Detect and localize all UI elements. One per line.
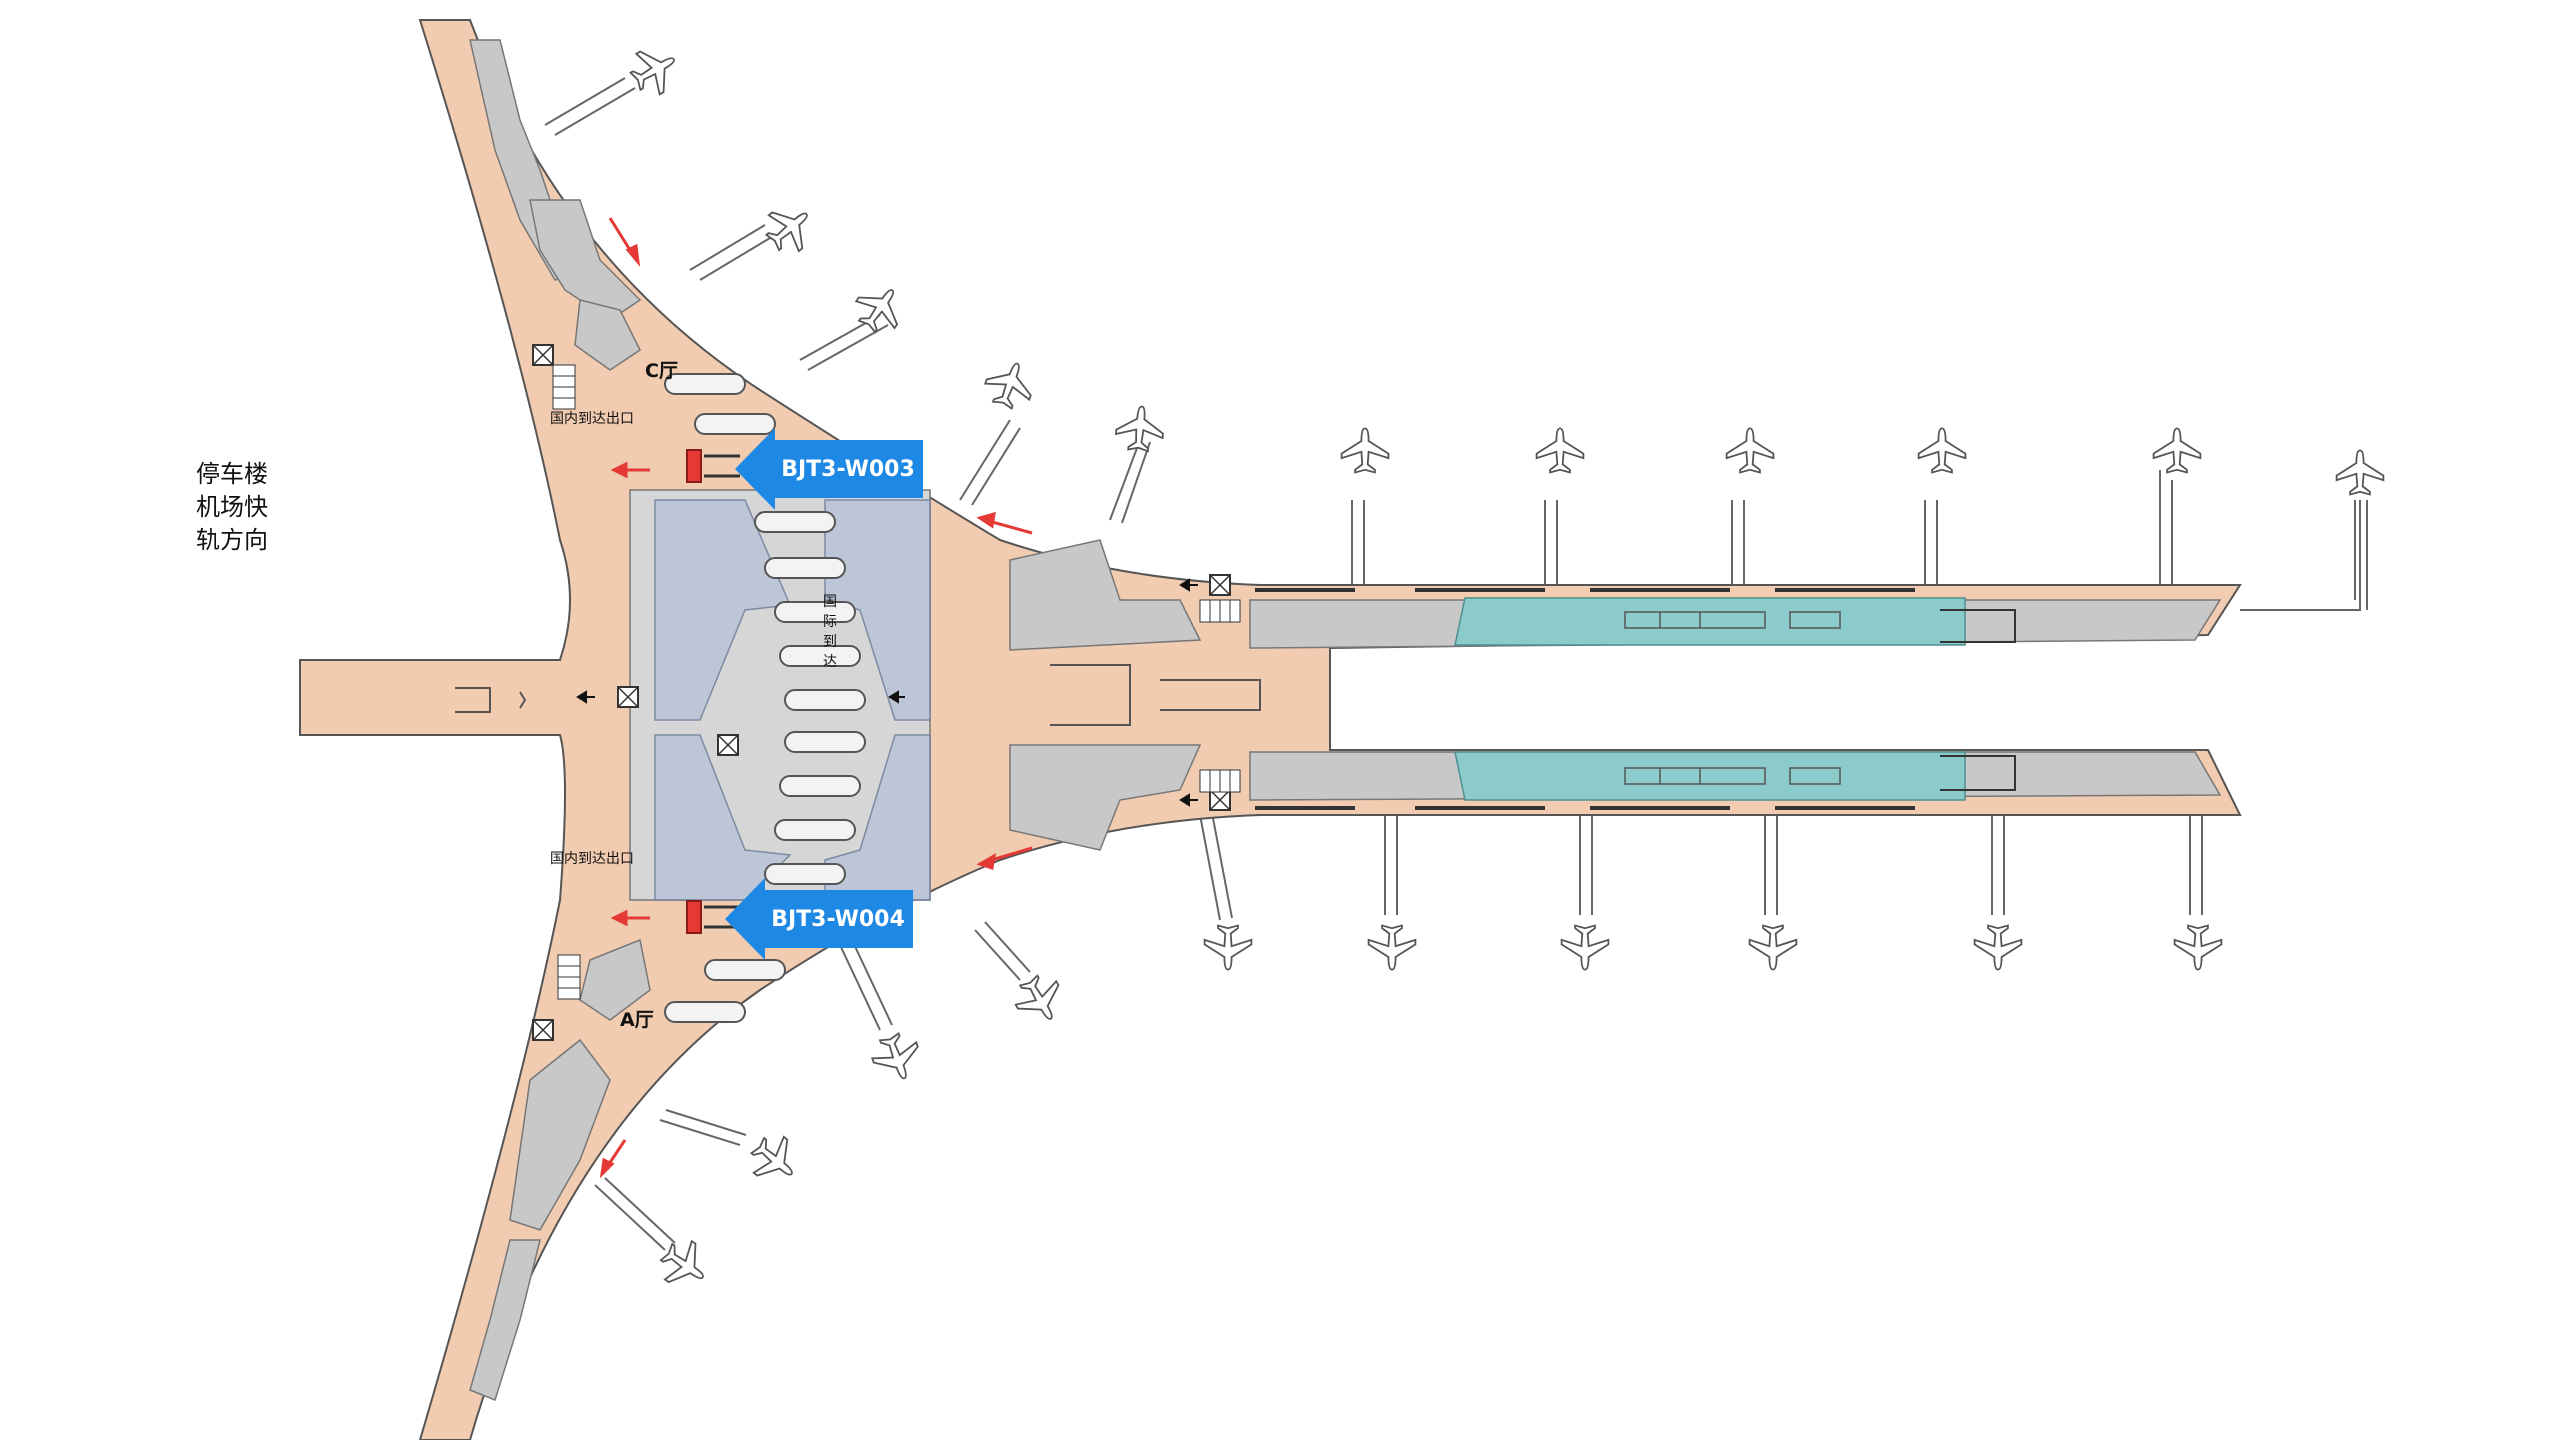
callout-arrow-icon: [725, 878, 765, 960]
domestic-exit-bottom-label: 国内到达出口: [550, 851, 634, 867]
west-corridor: [455, 687, 527, 713]
connector: [1009, 539, 1261, 851]
callout-code: BJT3-W003: [773, 440, 923, 498]
international-arrival-label: 国 际 到 达: [820, 592, 840, 672]
jet-bridges: [544, 77, 2368, 1251]
intl-char-1: 国: [823, 594, 837, 610]
intl-char-4: 达: [823, 654, 837, 670]
ad-board-marker: [686, 449, 702, 934]
callout-code: BJT3-W004: [763, 890, 913, 948]
intl-char-2: 际: [823, 614, 837, 630]
intl-char-3: 到: [823, 634, 837, 650]
a-hall-label: A厅: [620, 1009, 654, 1031]
lower-pier: [1249, 751, 2222, 810]
upper-pier: [1249, 588, 2222, 649]
domestic-exit-top-label: 国内到达出口: [550, 411, 634, 427]
direction-arrow-icons: [576, 578, 1198, 807]
callout-arrow-icon: [735, 428, 775, 510]
service-blocks: [469, 39, 651, 1401]
central-hall: [629, 489, 931, 901]
direction-line-2: 机场快: [196, 493, 268, 521]
direction-line-1: 停车楼: [196, 460, 268, 488]
stair-icons: [552, 364, 1241, 1000]
c-hall-label: C厅: [645, 360, 678, 382]
direction-line-3: 轨方向: [196, 526, 268, 554]
flow-arrows: [599, 217, 1033, 1179]
parking-direction-label: 停车楼 机场快 轨方向: [196, 458, 268, 557]
